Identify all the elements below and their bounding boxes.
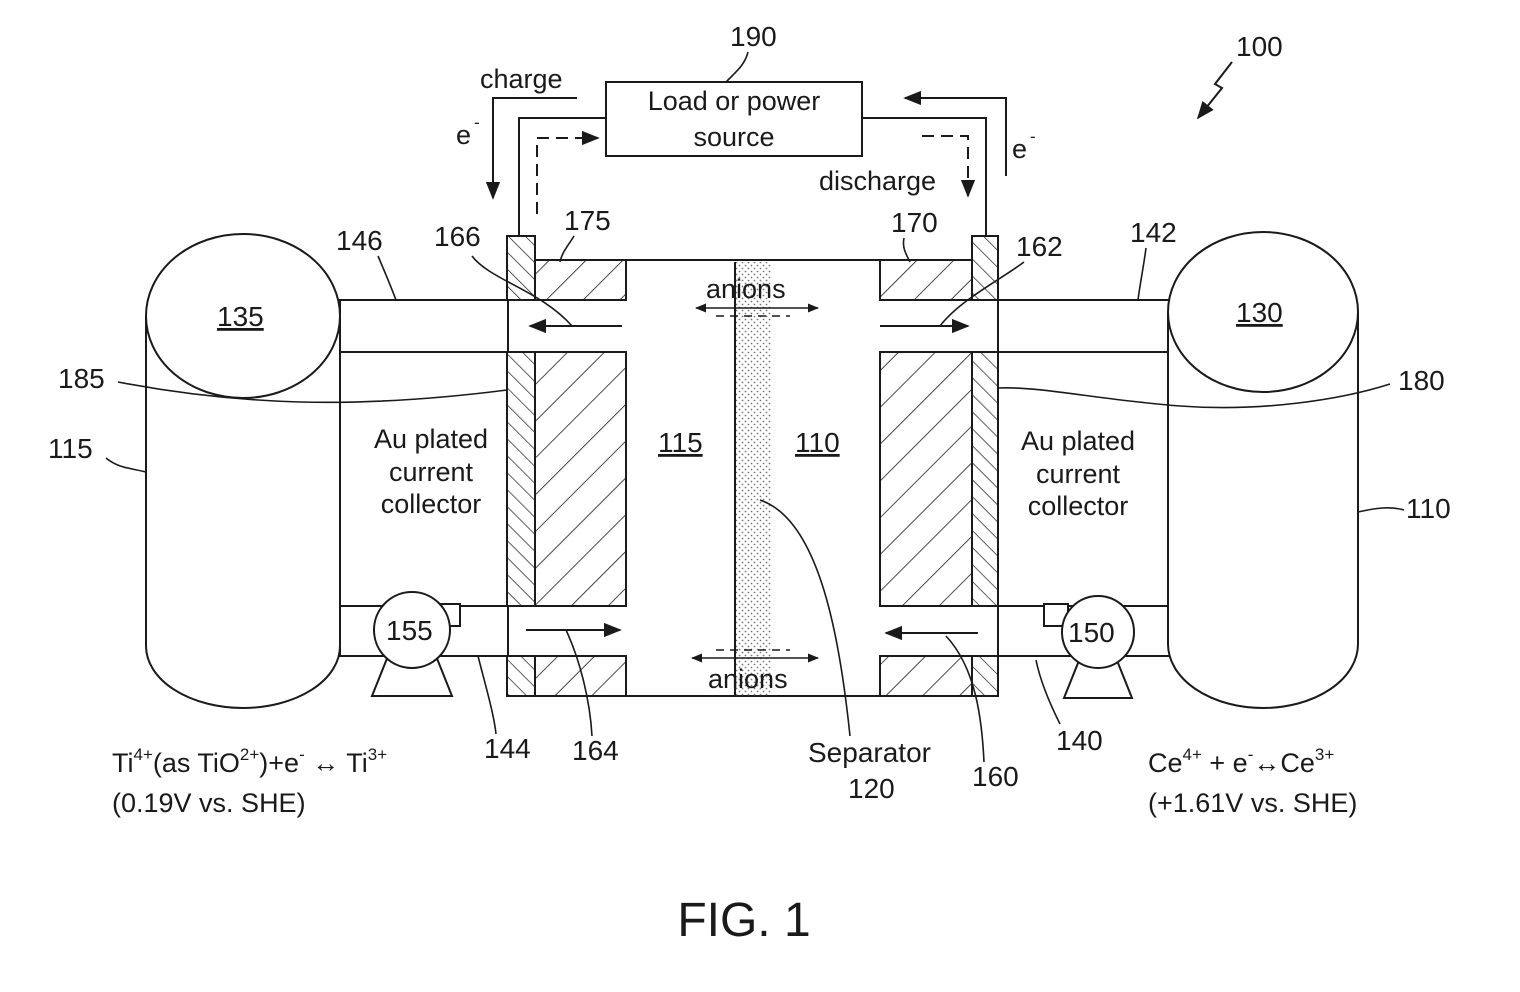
ref-164: 164 <box>572 735 619 766</box>
ref-115-tank: 115 <box>48 433 93 464</box>
load-label-line1: Load or power <box>648 86 821 116</box>
left-collector-line3: collector <box>381 489 482 519</box>
ref-175: 175 <box>564 205 611 236</box>
charge-arrow-left <box>493 98 577 198</box>
electron-left: e <box>456 120 471 150</box>
right-collector-top <box>972 236 998 300</box>
ref-140-leader <box>1036 660 1060 724</box>
ref-160-leader <box>946 636 984 762</box>
anions-bottom-label: anions <box>708 664 788 694</box>
electron-left-sign: - <box>474 113 480 132</box>
anions-top-label: anions <box>706 274 786 304</box>
equation-left-potential: (0.19V vs. SHE) <box>112 788 306 818</box>
ref-170: 170 <box>891 207 938 238</box>
equation-right: Ce4+ + e-↔Ce3+ (+1.61V vs. SHE) <box>1148 745 1357 818</box>
electron-right: e <box>1012 134 1027 164</box>
ref-144: 144 <box>484 733 531 764</box>
charge-arrow-right <box>905 98 1006 176</box>
left-frame-top-175 <box>535 260 626 300</box>
ref-120-leader <box>760 500 850 736</box>
ref-146-leader <box>378 256 396 300</box>
right-collector-line1: Au plated <box>1021 426 1135 456</box>
ref-142-leader <box>1138 248 1146 300</box>
right-collector-line3: collector <box>1028 491 1129 521</box>
ref-185: 185 <box>58 363 105 394</box>
ref-190: 190 <box>730 21 777 52</box>
pipe-146 <box>340 300 508 352</box>
ref-140: 140 <box>1056 725 1103 756</box>
equation-left: Ti4+(as TiO2+)+e- ↔ Ti3+ (0.19V vs. SHE) <box>112 745 387 818</box>
ref-110-tank: 110 <box>1406 493 1451 524</box>
pump-150-label: 150 <box>1068 617 1115 648</box>
ref-100: 100 <box>1236 31 1283 62</box>
charge-label: charge <box>480 64 563 94</box>
figure-caption: FIG. 1 <box>677 894 810 947</box>
ref-110-leader <box>1358 508 1404 512</box>
svg-text:Ti4+(as TiO2+)+e- ↔ Ti3+: Ti4+(as TiO2+)+e- ↔ Ti3+ <box>112 745 387 778</box>
ref-146: 146 <box>336 225 383 256</box>
ref-160: 160 <box>972 761 1019 792</box>
half-cell-115: 115 <box>658 427 703 458</box>
ref-166: 166 <box>434 221 481 252</box>
discharge-label: discharge <box>819 166 936 196</box>
tank-135-label: 135 <box>217 301 264 332</box>
left-collector-mid <box>507 352 535 606</box>
ref-115-leader <box>106 458 146 472</box>
ref-180: 180 <box>1398 365 1445 396</box>
ref-142: 142 <box>1130 217 1177 248</box>
pump-155-label: 155 <box>386 615 433 646</box>
ref-162: 162 <box>1016 231 1063 262</box>
right-collector-line2: current <box>1036 459 1121 489</box>
separator-120 <box>735 262 771 696</box>
right-frame-top-170 <box>880 260 972 300</box>
left-collector-bot <box>507 656 535 696</box>
left-collector-top <box>507 236 535 300</box>
ref-separator-text: Separator <box>808 737 931 768</box>
left-electrode <box>535 352 626 606</box>
ref-190-leader <box>726 52 748 82</box>
ref-170-leader <box>903 238 910 262</box>
tank-130-label: 130 <box>1236 297 1283 328</box>
ref-100-arrow <box>1198 62 1232 118</box>
ref-144-leader <box>478 656 496 734</box>
electron-right-sign: - <box>1030 127 1036 146</box>
pipe-142 <box>998 300 1170 352</box>
left-frame-bottom <box>535 656 626 696</box>
left-collector-line1: Au plated <box>374 424 488 454</box>
right-electrode <box>880 352 972 606</box>
right-frame-bottom <box>880 656 972 696</box>
equation-right-potential: (+1.61V vs. SHE) <box>1148 788 1357 818</box>
load-label-line2: source <box>693 122 774 152</box>
ref-175-leader <box>560 236 574 262</box>
right-collector-mid <box>972 352 998 606</box>
ref-120: 120 <box>848 773 895 804</box>
left-collector-line2: current <box>389 457 474 487</box>
right-collector-bot <box>972 656 998 696</box>
half-cell-110: 110 <box>795 427 840 458</box>
svg-text:Ce4+ + e-↔Ce3+: Ce4+ + e-↔Ce3+ <box>1148 745 1334 778</box>
discharge-arrow-left <box>537 138 598 214</box>
